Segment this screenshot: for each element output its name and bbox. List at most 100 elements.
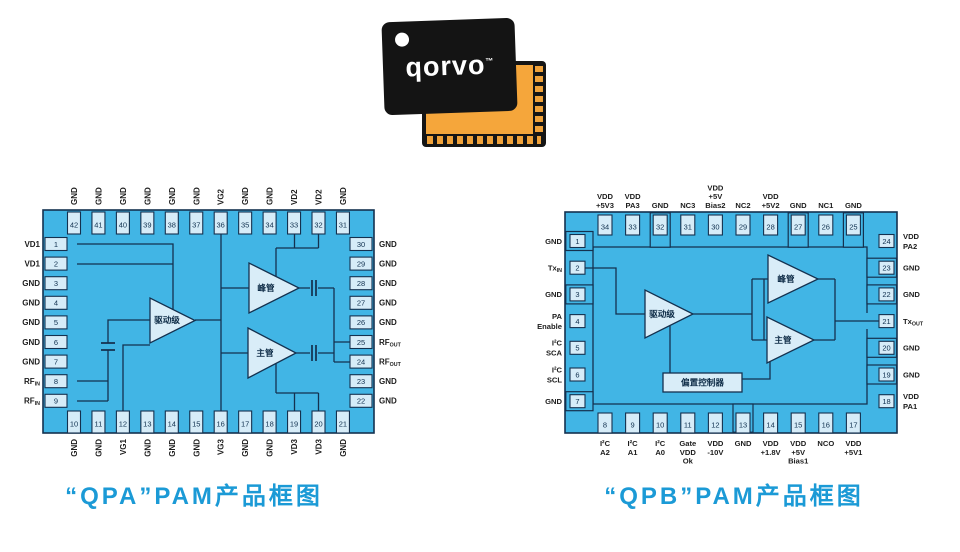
pin-number: 28 — [766, 223, 774, 232]
pin-number: 16 — [217, 420, 225, 429]
pin-box — [140, 410, 155, 434]
pin-box — [569, 394, 586, 409]
pin-box — [818, 214, 834, 236]
qpb-main-label: 主管 — [774, 334, 792, 345]
pin-label: GND — [903, 290, 920, 299]
qpa-diagram: 驱动级 峰管 主管 42GND41GND40GND39GND38GND37GND… — [22, 187, 401, 457]
pin-label: Enable — [537, 322, 562, 331]
pin-box — [707, 214, 723, 236]
pin-number: 21 — [339, 420, 347, 429]
chip-package-pads-bottom — [427, 136, 541, 144]
pin-number: 8 — [54, 377, 58, 386]
pin-label: GND — [339, 187, 348, 205]
pin-number: 15 — [794, 421, 802, 430]
pin-label: Bias1 — [788, 457, 809, 466]
pin-number: 14 — [766, 421, 774, 430]
pin-number: 3 — [54, 279, 58, 288]
pin-label: GND — [22, 279, 40, 288]
pin-number: 24 — [357, 357, 365, 366]
pin-label: VDD — [707, 183, 724, 192]
pin-box — [625, 412, 641, 434]
pin-label: +5V1 — [844, 448, 863, 457]
pin-label: GND — [192, 187, 201, 205]
pin-box — [44, 295, 68, 310]
pin-number: 27 — [357, 299, 365, 308]
pin-box — [44, 315, 68, 330]
pin-label: SCA — [546, 349, 563, 358]
pin-number: 2 — [54, 259, 58, 268]
pin-box — [349, 295, 373, 310]
pin-box — [311, 211, 326, 235]
pin-box — [213, 410, 228, 434]
pin-number: 17 — [849, 421, 857, 430]
pin-label: GND — [119, 187, 128, 205]
pin-number: 1 — [54, 240, 58, 249]
qpa-peak-output-cap — [311, 280, 317, 296]
pin-label: A2 — [600, 448, 610, 457]
pin-box — [164, 211, 179, 235]
pin-number: 39 — [143, 221, 151, 230]
pin-label: VD1 — [24, 259, 40, 268]
pin-box — [790, 412, 806, 434]
pin-number: 40 — [119, 221, 127, 230]
pin-label: I²C — [552, 339, 563, 348]
pin-box — [164, 410, 179, 434]
pin-number: 29 — [357, 259, 365, 268]
pin-number: 18 — [265, 420, 273, 429]
pin-label: VD3 — [290, 438, 299, 454]
pin-number: 42 — [70, 221, 78, 230]
pin-box — [311, 410, 326, 434]
pin-box — [569, 260, 586, 275]
qpa-driver-label: 驱动级 — [154, 314, 180, 325]
pin-label: VDD — [790, 439, 807, 448]
pin-number: 32 — [656, 223, 664, 232]
pin-box — [286, 211, 302, 235]
pin-label: I²C — [552, 365, 563, 374]
pin-label: GND — [143, 187, 152, 205]
pin-number: 33 — [628, 223, 636, 232]
pin-box — [707, 412, 723, 434]
pin-label: PA2 — [903, 242, 917, 251]
qpa-caption: “QPA”PAM产品框图 — [65, 483, 323, 510]
pin-number: 25 — [357, 338, 365, 347]
pin-box — [735, 214, 751, 236]
qpb-peak-label: 峰管 — [777, 273, 795, 284]
qpb-bias-label: 偏置控制器 — [681, 377, 724, 388]
pin-number: 11 — [95, 420, 103, 429]
pin-label: PA — [552, 312, 563, 321]
pin-number: 35 — [241, 221, 249, 230]
pin-label: GND — [70, 439, 79, 457]
pin-label: Bias2 — [705, 201, 725, 210]
pin-label: GND — [241, 187, 250, 205]
pin-box — [763, 214, 779, 236]
pin-number: 7 — [54, 357, 58, 366]
pin-label: GND — [22, 338, 40, 347]
pin-label: GND — [652, 201, 669, 210]
pin-label: VD3 — [315, 438, 324, 454]
pin-number: 15 — [192, 420, 200, 429]
pin-label: GND — [339, 439, 348, 457]
pin-number: 19 — [290, 420, 298, 429]
pin-number: 5 — [575, 344, 579, 353]
pin-number: 2 — [575, 264, 579, 273]
pin-box — [262, 211, 277, 235]
qpb-caption: “QPB”PAM产品框图 — [604, 483, 864, 510]
pin-label: VD2 — [315, 189, 324, 205]
pin-box — [335, 211, 351, 235]
pin-box — [569, 340, 586, 355]
pin-label: GND — [94, 187, 103, 205]
pin-label: TxIN — [548, 264, 562, 275]
pin-box — [44, 276, 68, 291]
pin-box — [878, 260, 895, 275]
pin-label: VDD — [597, 192, 614, 201]
pin-label: GND — [379, 299, 397, 308]
pin-box — [349, 374, 373, 389]
chip-package-pads-right — [535, 66, 543, 134]
pin-number: 34 — [265, 221, 273, 230]
pin-number: 12 — [119, 420, 127, 429]
pin-label: VG2 — [217, 188, 226, 205]
pin-box — [238, 410, 253, 434]
pin-label: GND — [790, 201, 807, 210]
pin-label: SCL — [547, 375, 563, 384]
